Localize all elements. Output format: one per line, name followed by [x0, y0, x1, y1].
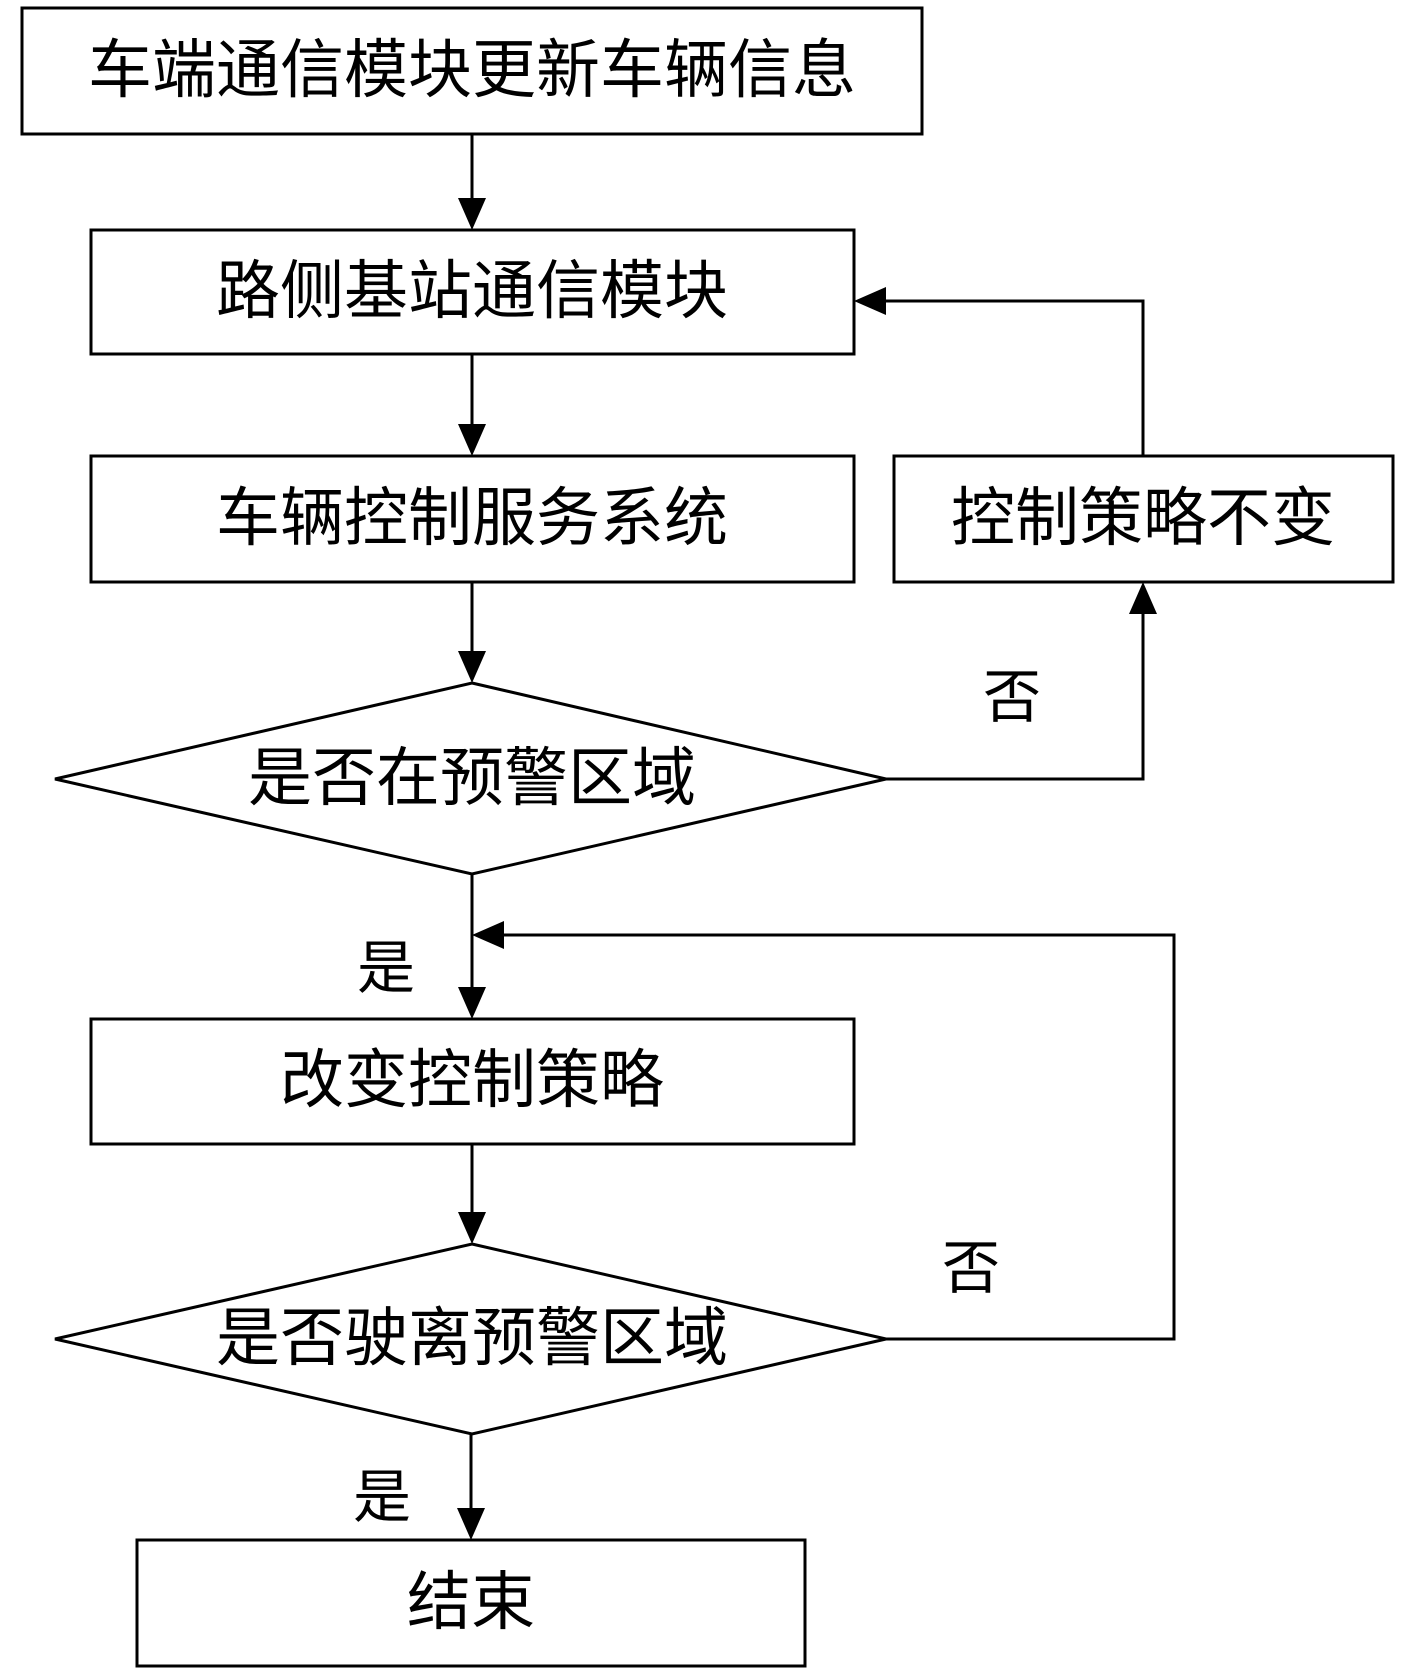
edge-leave-no-loop [472, 921, 1176, 1341]
edge-label-zone-yes: 是 [357, 934, 415, 1002]
edge-leave-no-loop-line [502, 933, 1176, 1341]
node-control-service-label: 车辆控制服务系统 [216, 482, 728, 556]
decision-leave-warning-zone: 是否驶离预警区域 [54, 1242, 887, 1436]
node-roadside-comm-box [89, 228, 856, 356]
edge-roadside-to-service-arrowhead [458, 424, 486, 456]
decision-leave-warning-zone-label: 是否驶离预警区域 [216, 1302, 728, 1376]
node-change-strategy-box [89, 1017, 856, 1146]
node-roadside-comm-label: 路侧基站通信模块 [216, 255, 728, 329]
edge-update-to-roadside-arrowhead [458, 198, 486, 230]
decision-in-warning-zone-label: 是否在预警区域 [248, 742, 696, 816]
node-vehicle-update: 车端通信模块更新车辆信息 [20, 6, 924, 136]
edge-zone-no-to-keep [886, 582, 1157, 781]
edge-zone-yes-to-change-arrowhead [458, 987, 486, 1019]
node-keep-strategy-box [892, 454, 1395, 584]
node-end-label: 结束 [407, 1566, 535, 1640]
edge-update-to-roadside [458, 134, 486, 230]
node-change-strategy-label: 改变控制策略 [280, 1044, 664, 1118]
edge-keep-to-roadside [854, 287, 1145, 456]
edge-leave-no-loop-arrowhead [472, 921, 504, 949]
edge-zone-no-to-keep-arrowhead [1129, 582, 1157, 614]
edge-label-leave-yes: 是 [353, 1463, 411, 1531]
node-vehicle-update-label: 车端通信模块更新车辆信息 [88, 34, 856, 108]
edge-change-to-leave-decision [458, 1144, 486, 1244]
decision-in-warning-zone: 是否在预警区域 [54, 681, 887, 876]
node-roadside-comm: 路侧基站通信模块 [89, 228, 856, 356]
edge-keep-to-roadside-arrowhead [854, 287, 886, 315]
node-keep-strategy: 控制策略不变 [892, 454, 1395, 584]
node-vehicle-update-box [20, 6, 924, 136]
edge-zone-no-to-keep-line [886, 612, 1145, 781]
edge-label-leave-no: 否 [942, 1234, 1000, 1302]
node-end-box [135, 1538, 807, 1668]
edge-leave-yes-to-end-arrowhead [457, 1508, 485, 1540]
node-control-service: 车辆控制服务系统 [89, 454, 856, 584]
node-keep-strategy-label: 控制策略不变 [951, 482, 1335, 556]
node-end: 结束 [135, 1538, 807, 1668]
edge-zone-yes-to-change [458, 874, 486, 1019]
edge-roadside-to-service [458, 354, 486, 456]
node-control-service-box [89, 454, 856, 584]
edge-keep-to-roadside-line [884, 299, 1145, 456]
edge-change-to-leave-decision-arrowhead [458, 1212, 486, 1244]
edge-service-to-decision [458, 582, 486, 683]
node-change-strategy: 改变控制策略 [89, 1017, 856, 1146]
edge-service-to-decision-arrowhead [458, 651, 486, 683]
edge-label-zone-no: 否 [983, 663, 1041, 731]
edge-leave-yes-to-end [457, 1434, 485, 1540]
